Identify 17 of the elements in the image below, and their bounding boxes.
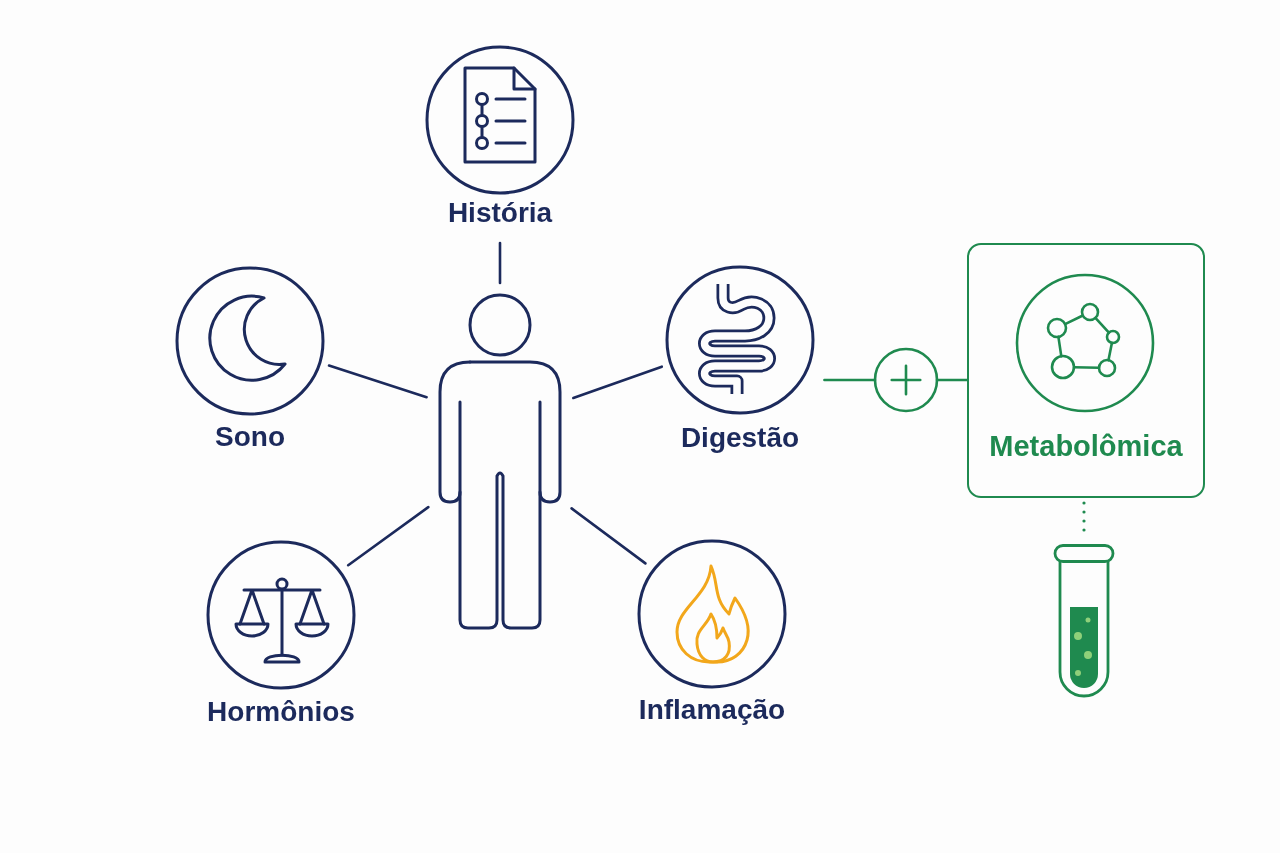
topic-label: Digestão	[679, 422, 801, 454]
connector-line	[498, 241, 502, 285]
test-tube-icon	[1053, 544, 1115, 699]
topic-label: Hormônios	[206, 696, 356, 728]
plus-icon	[873, 347, 939, 413]
topic-label: Sono	[214, 421, 286, 453]
connector-line	[823, 378, 877, 382]
connector-line	[572, 365, 664, 400]
connector-line	[570, 507, 647, 565]
topic-label: Inflamação	[637, 694, 787, 726]
connector-line	[327, 364, 428, 399]
card-title: Metabolômica	[988, 428, 1184, 463]
connector-line	[935, 378, 969, 382]
connector-line	[346, 505, 430, 567]
topic-label: História	[446, 197, 554, 229]
person-figure	[438, 293, 562, 630]
category-card	[967, 243, 1205, 498]
